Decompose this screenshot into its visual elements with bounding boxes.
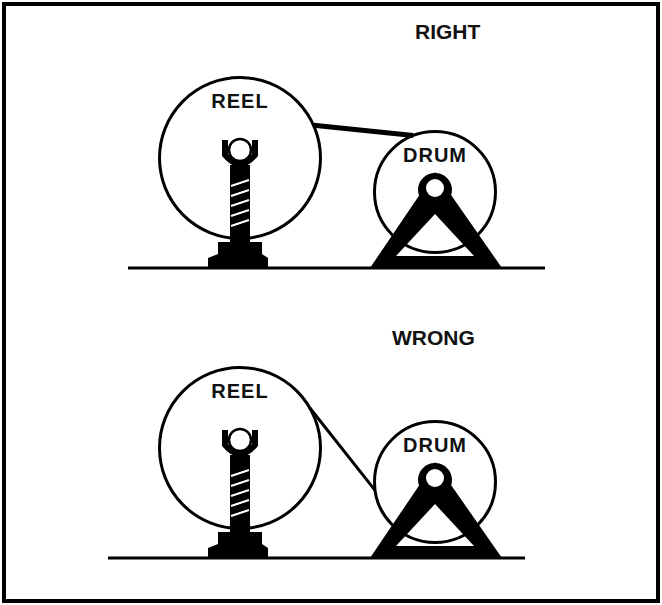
drum-circle: DRUM [373, 420, 497, 544]
reel-circle: REEL [158, 76, 322, 240]
cable-line [314, 125, 414, 135]
part-name: DRUM [373, 434, 497, 457]
part-name: REEL [158, 380, 322, 403]
panel-wrong [108, 429, 525, 558]
panel-heading: RIGHT [415, 20, 480, 44]
panel-right [128, 139, 545, 268]
jack-stand [208, 139, 268, 268]
drum-circle: DRUM [373, 130, 497, 254]
frame [4, 4, 658, 601]
part-name: REEL [158, 90, 322, 113]
reel-circle: REEL [158, 366, 322, 530]
panel-heading: WRONG [392, 326, 475, 350]
jack-stand [208, 429, 268, 558]
part-name: DRUM [373, 144, 497, 167]
